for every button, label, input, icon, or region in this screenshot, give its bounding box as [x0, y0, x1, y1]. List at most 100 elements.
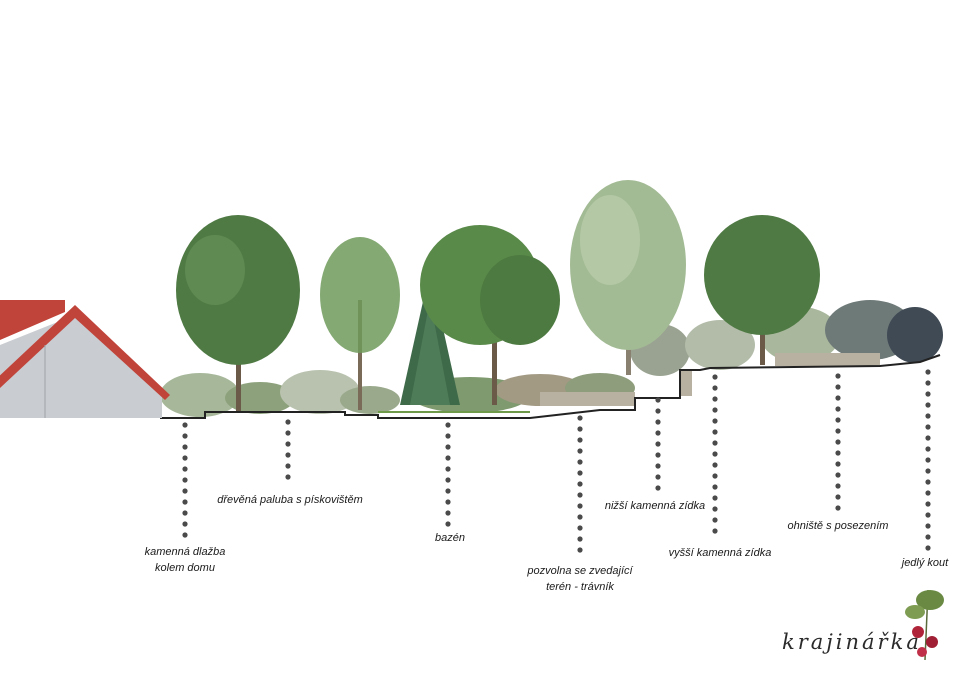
- leader-dot: [655, 474, 661, 480]
- leader-dot: [925, 490, 931, 496]
- leader-dot: [445, 499, 451, 505]
- leader-dot: [925, 457, 931, 463]
- label-nizsi-zidka: nižší kamenná zídka: [604, 500, 706, 512]
- leader-dot: [445, 466, 451, 472]
- leader-dot: [655, 452, 661, 458]
- leader-dot: [712, 440, 718, 446]
- leader-dot: [655, 441, 661, 447]
- leader-dot: [285, 441, 291, 447]
- leader-dot: [182, 488, 188, 494]
- leader-dot: [655, 485, 661, 491]
- leader-dot: [835, 428, 841, 434]
- leader-dot: [925, 369, 931, 375]
- leader-dot: [285, 474, 291, 480]
- leader-dot: [285, 419, 291, 425]
- leader-dot: [925, 402, 931, 408]
- leader-dot: [925, 380, 931, 386]
- leader-dot: [577, 470, 583, 476]
- brand-logo: krajinářka: [782, 630, 922, 654]
- leader-dot: [577, 514, 583, 520]
- leader-dot: [445, 433, 451, 439]
- leader-dot: [925, 545, 931, 551]
- leader-dot: [835, 483, 841, 489]
- leader-dot: [712, 528, 718, 534]
- leader-dot: [835, 461, 841, 467]
- leader-dot: [182, 477, 188, 483]
- leader-dot: [577, 415, 583, 421]
- raspberry-illustration: [905, 589, 944, 661]
- leader-dot: [712, 473, 718, 479]
- leader-dot: [712, 418, 718, 424]
- leader-dot: [445, 488, 451, 494]
- leader-dot: [445, 422, 451, 428]
- leader-dot: [655, 430, 661, 436]
- upper-stone-wall: [680, 370, 692, 396]
- leader-dot: [835, 439, 841, 445]
- leader-dot: [925, 435, 931, 441]
- leader-dot: [712, 484, 718, 490]
- leader-dot: [835, 373, 841, 379]
- leader-dot: [712, 495, 718, 501]
- leader-dot: [835, 384, 841, 390]
- leader-dot: [835, 472, 841, 478]
- leader-dot: [182, 510, 188, 516]
- leader-dot: [182, 444, 188, 450]
- leader-dot: [577, 481, 583, 487]
- leader-dot: [577, 492, 583, 498]
- leader-dot: [925, 523, 931, 529]
- firepit-seating: [775, 353, 880, 366]
- leader-dot: [285, 430, 291, 436]
- leader-dot: [182, 532, 188, 538]
- leader-dot: [925, 391, 931, 397]
- leader-dot: [285, 452, 291, 458]
- leader-dot: [577, 459, 583, 465]
- house: [0, 300, 170, 418]
- leader-dot: [712, 374, 718, 380]
- lower-stone-wall: [540, 392, 635, 406]
- tree-5: [704, 215, 820, 365]
- leader-dot: [577, 426, 583, 432]
- leader-dot: [445, 521, 451, 527]
- leader-dot: [925, 468, 931, 474]
- leader-dot: [445, 477, 451, 483]
- leader-dot: [577, 448, 583, 454]
- tree-4: [570, 180, 686, 375]
- leader-dot: [925, 446, 931, 452]
- leader-dot: [577, 437, 583, 443]
- leader-dot: [655, 408, 661, 414]
- label-vyssi-zidka: vyšší kamenná zídka: [668, 547, 772, 559]
- label-jedly-kout: jedlý kout: [901, 557, 949, 569]
- tree-1: [176, 215, 300, 412]
- leader-lines: [182, 369, 931, 553]
- conifer: [400, 270, 460, 405]
- leader-dot: [925, 413, 931, 419]
- leader-dot: [712, 517, 718, 523]
- leader-dot: [712, 429, 718, 435]
- label-ohniste: ohniště s posezením: [787, 520, 889, 532]
- leader-dot: [577, 503, 583, 509]
- leader-dot: [577, 525, 583, 531]
- leader-dot: [285, 463, 291, 469]
- leader-dot: [835, 417, 841, 423]
- leader-dot: [182, 499, 188, 505]
- leader-dot: [925, 501, 931, 507]
- leader-dot: [835, 406, 841, 412]
- leader-dot: [925, 424, 931, 430]
- leader-dot: [182, 455, 188, 461]
- leader-dot: [925, 534, 931, 540]
- leader-dot: [182, 433, 188, 439]
- leader-dot: [712, 462, 718, 468]
- leader-dot: [712, 385, 718, 391]
- leader-dot: [182, 521, 188, 527]
- leader-dot: [577, 547, 583, 553]
- leader-dot: [655, 419, 661, 425]
- leader-dot: [835, 505, 841, 511]
- leader-dot: [712, 506, 718, 512]
- leader-dot: [712, 451, 718, 457]
- leader-dot: [712, 407, 718, 413]
- leader-dot: [835, 395, 841, 401]
- label-bazen: bazén: [435, 532, 465, 544]
